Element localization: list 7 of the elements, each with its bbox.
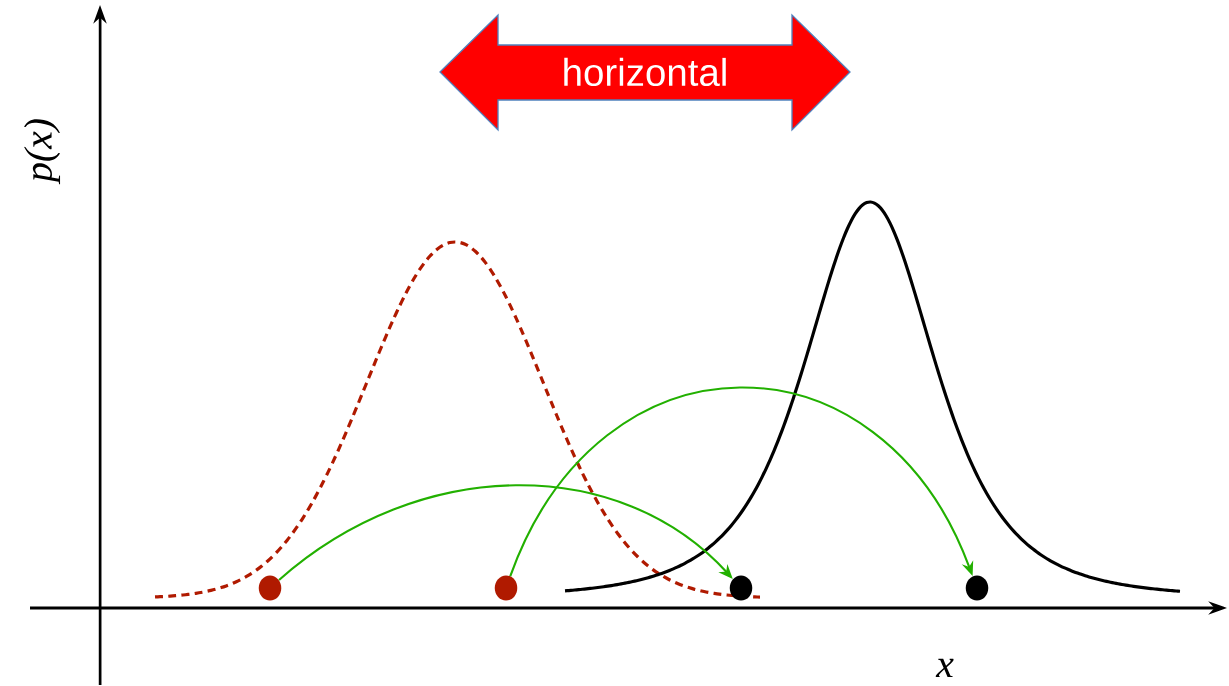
- dot: [258, 575, 282, 601]
- dot: [965, 575, 989, 601]
- axis-label: x: [935, 658, 954, 678]
- dot: [494, 575, 518, 601]
- curved-arrow: [509, 386, 974, 577]
- dot: [729, 575, 753, 601]
- axis-label: p(x): [24, 119, 61, 185]
